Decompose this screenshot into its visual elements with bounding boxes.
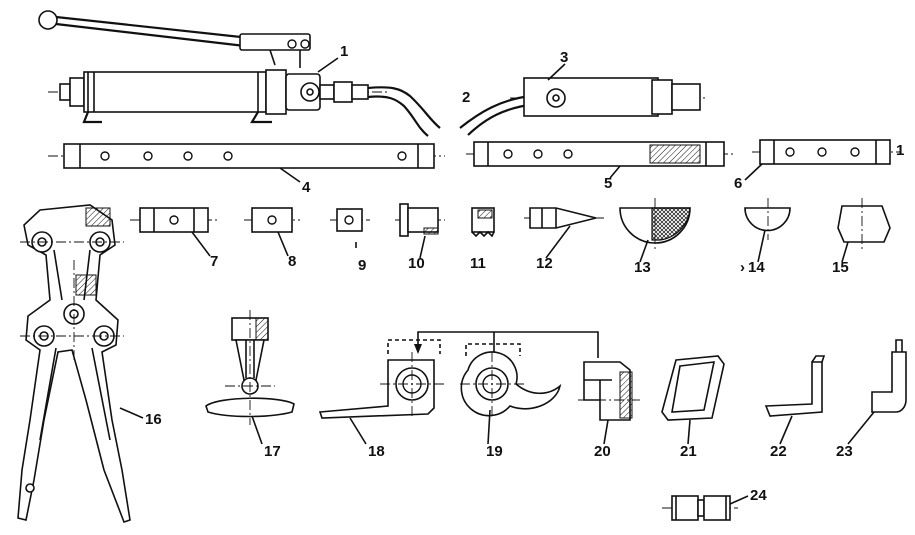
label-15: 15 <box>832 259 849 276</box>
extra-mark-1: 1 <box>896 142 904 159</box>
part-4-rod <box>48 143 445 169</box>
label-3: 3 <box>560 49 568 66</box>
part-3-ram-cylinder <box>459 77 705 136</box>
part-9-adapter <box>330 208 370 232</box>
label-14: 14 <box>748 259 765 276</box>
label-6: 6 <box>734 175 742 192</box>
extra-mark-2: › <box>740 259 745 276</box>
part-21-plate <box>661 355 725 421</box>
label-4: 4 <box>302 179 311 196</box>
label-20: 20 <box>594 443 611 460</box>
label-21: 21 <box>680 443 697 460</box>
part-14-segment <box>744 198 791 240</box>
part-10-bushing <box>395 203 445 237</box>
part-24-coupling <box>662 495 738 521</box>
part-19-hook <box>460 343 562 418</box>
label-5: 5 <box>604 175 612 192</box>
label-22: 22 <box>770 443 787 460</box>
label-2: 2 <box>462 89 470 106</box>
part-8-adapter <box>244 207 300 233</box>
part-5-extension <box>466 141 735 167</box>
part-15-pad <box>837 198 891 250</box>
label-17: 17 <box>264 443 281 460</box>
part-22-angle <box>764 355 826 417</box>
part-23-elbow <box>871 339 907 413</box>
label-9: 9 <box>358 257 366 274</box>
label-23: 23 <box>836 443 853 460</box>
part-11-nut <box>471 207 495 238</box>
part-18-bracket <box>318 339 445 419</box>
part-13-segment <box>619 198 691 250</box>
label-13: 13 <box>634 259 651 276</box>
label-11: 11 <box>470 255 486 272</box>
part-17-stand <box>205 310 295 425</box>
label-18: 18 <box>368 443 385 460</box>
part-16-pliers <box>17 204 131 524</box>
label-16: 16 <box>145 411 162 428</box>
label-24: 24 <box>750 487 767 504</box>
label-12: 12 <box>536 255 553 272</box>
part-20-block <box>578 361 640 421</box>
part-12-tip <box>524 207 604 229</box>
part-1-hydraulic-pump <box>38 10 441 137</box>
part-6-short-rod <box>752 139 900 165</box>
label-1: 1 <box>340 43 348 60</box>
label-8: 8 <box>288 253 296 270</box>
label-19: 19 <box>486 443 503 460</box>
label-7: 7 <box>210 253 218 270</box>
label-10: 10 <box>408 255 425 272</box>
part-7-adapter <box>130 207 218 233</box>
